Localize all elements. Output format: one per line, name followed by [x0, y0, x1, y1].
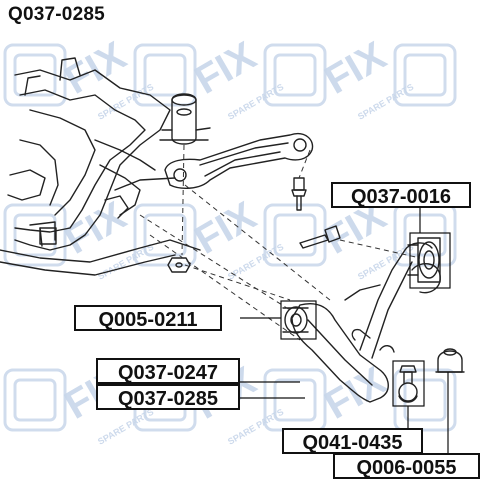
- upper-mount-drawing: [159, 93, 211, 145]
- rubber-bump-drawing: [435, 348, 465, 373]
- ball-joint-drawing: [398, 365, 418, 403]
- callouts: [240, 206, 451, 453]
- page-title: Q037-0285: [8, 4, 105, 25]
- lower-arm-drawing: [291, 242, 441, 403]
- bolt-vertical-drawing: [291, 177, 307, 211]
- upper-arm-drawing: [164, 133, 314, 189]
- part-label-q037-0247[interactable]: Q037-0247: [96, 358, 240, 384]
- callout-frame-q005-0211: [280, 300, 317, 340]
- rear-bushing-drawing: [407, 237, 441, 283]
- front-bushing-drawing: [282, 306, 309, 334]
- part-label-q037-0285[interactable]: Q037-0285: [96, 384, 240, 410]
- callout-frame-q037-0016: [409, 232, 451, 289]
- bolt-horizontal-drawing: [299, 225, 341, 249]
- subframe-drawing: [0, 57, 201, 276]
- part-label-q006-0055[interactable]: Q006-0055: [333, 453, 480, 479]
- part-label-q005-0211[interactable]: Q005-0211: [74, 305, 222, 331]
- part-label-q041-0435[interactable]: Q041-0435: [282, 428, 423, 454]
- nut-drawing: [167, 257, 191, 273]
- assembly-lines: [139, 144, 421, 341]
- part-label-q037-0016[interactable]: Q037-0016: [331, 182, 471, 208]
